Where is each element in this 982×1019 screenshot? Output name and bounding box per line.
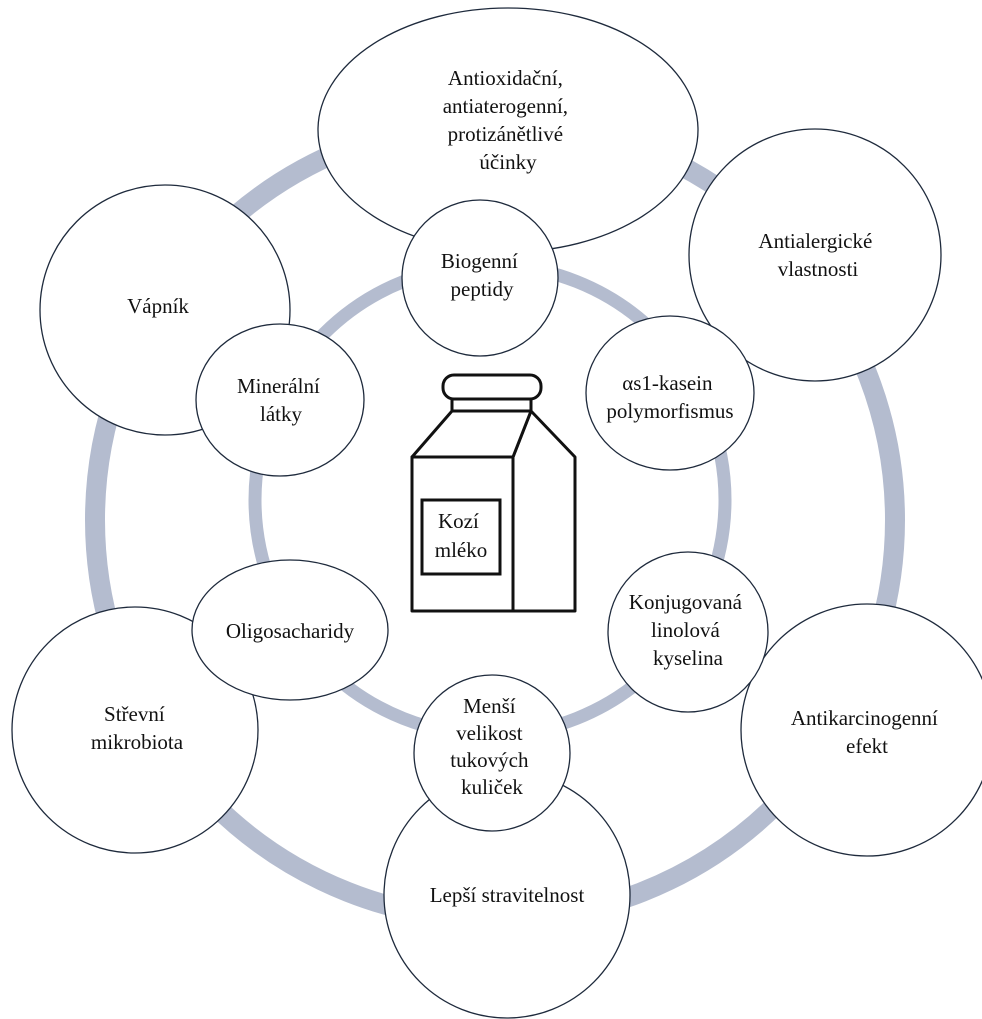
node-label-line: αs1-kasein [622,371,713,395]
svg-text:Minerální látky: Minerální látky [237,374,325,426]
node-label-line: látky [260,402,302,426]
inner-node-mensi-velikost-tukovych-kulicek: Menší velikost tukových kuliček [413,674,571,832]
milk-carton-icon: Kozí mléko [410,373,577,613]
svg-text:Vápník: Vápník [127,294,189,318]
node-label-line: vlastnosti [778,257,859,281]
node-label-line: polymorfismus [606,399,733,423]
outer-node-antioxidacni-ucinky: Antioxidační, antiaterogenní, protizánět… [317,7,699,253]
inner-node-mineralni-latky: Minerální látky [195,323,365,477]
svg-text:αs1-kasein polymorfismus: αs1-kasein polymorfismus [606,371,733,423]
svg-text:Kozí mléko: Kozí mléko [435,509,488,562]
svg-text:Menší velikost tuk: Menší velikost tukových kuliček [450,694,533,799]
node-label-line: protizánětlivé [448,122,563,146]
center-label-line: mléko [435,538,488,562]
node-label-line: Menší [463,694,516,718]
outer-node-antialergicke-vlastnosti: Antialergické vlastnosti [688,128,942,382]
inner-node-oligosacharidy: Oligosacharidy [191,559,389,701]
svg-text:Biogenní peptidy: Biogenní peptidy [441,249,523,301]
node-label-line: mikrobiota [91,730,184,754]
node-label-line: efekt [846,734,888,758]
node-label-line: tukových [450,748,529,772]
node-label-line: Konjugovaná [629,590,743,614]
node-label-line: peptidy [451,277,514,301]
outer-node-antikarcinogenni-efekt: Antikarcinogenní efekt [740,603,982,857]
node-label-line: účinky [479,150,537,174]
node-label-line: velikost [456,721,523,745]
center-label-line: Kozí [438,509,479,533]
node-label-line: linolová [651,618,721,642]
svg-text:Oligosacharidy: Oligosacharidy [226,619,355,643]
carton-label-box [420,498,502,576]
node-label-line: Biogenní [441,249,518,273]
node-label-line: Oligosacharidy [226,619,355,643]
node-label-line: kyselina [653,646,724,670]
outer-node-lepsi-stravitelnost: Lepší stravitelnost [383,771,631,1019]
node-label-line: antiaterogenní, [443,94,568,118]
node-label-line: kuliček [461,775,523,799]
node-label-line: Lepší stravitelnost [430,883,585,907]
inner-node-kasein-polymorfismus: αs1-kasein polymorfismus [585,315,755,471]
inner-node-biogenni-peptidy: Biogenní peptidy [401,199,559,357]
svg-text:Antioxidační, antiaterog: Antioxidační, antiaterogenní, protizánět… [443,66,574,174]
node-label-line: Antioxidační, [448,66,563,90]
node-label-line: Antialergické [758,229,872,253]
outer-node-strevni-mikrobiota: Střevní mikrobiota [11,606,259,854]
node-label-line: Antikarcinogenní [791,706,938,730]
svg-text:Střevní mikrobiota: Střevní mikrobiota [91,702,184,754]
inner-node-konjugovana-linolova-kyselina: Konjugovaná linolová kyselina [607,551,769,713]
svg-text:Antialergické vlastnosti: Antialergické vlastnosti [758,229,877,281]
node-label-line: Vápník [127,294,189,318]
svg-text:Antikarcinogenní efekt: Antikarcinogenní efekt [791,706,943,758]
node-label-line: Minerální [237,374,320,398]
node-label-line: Střevní [104,702,165,726]
svg-text:Konjugovaná linolová: Konjugovaná linolová kyselina [629,590,747,670]
svg-text:Lepší stravitelnost: Lepší stravitelnost [430,883,585,907]
